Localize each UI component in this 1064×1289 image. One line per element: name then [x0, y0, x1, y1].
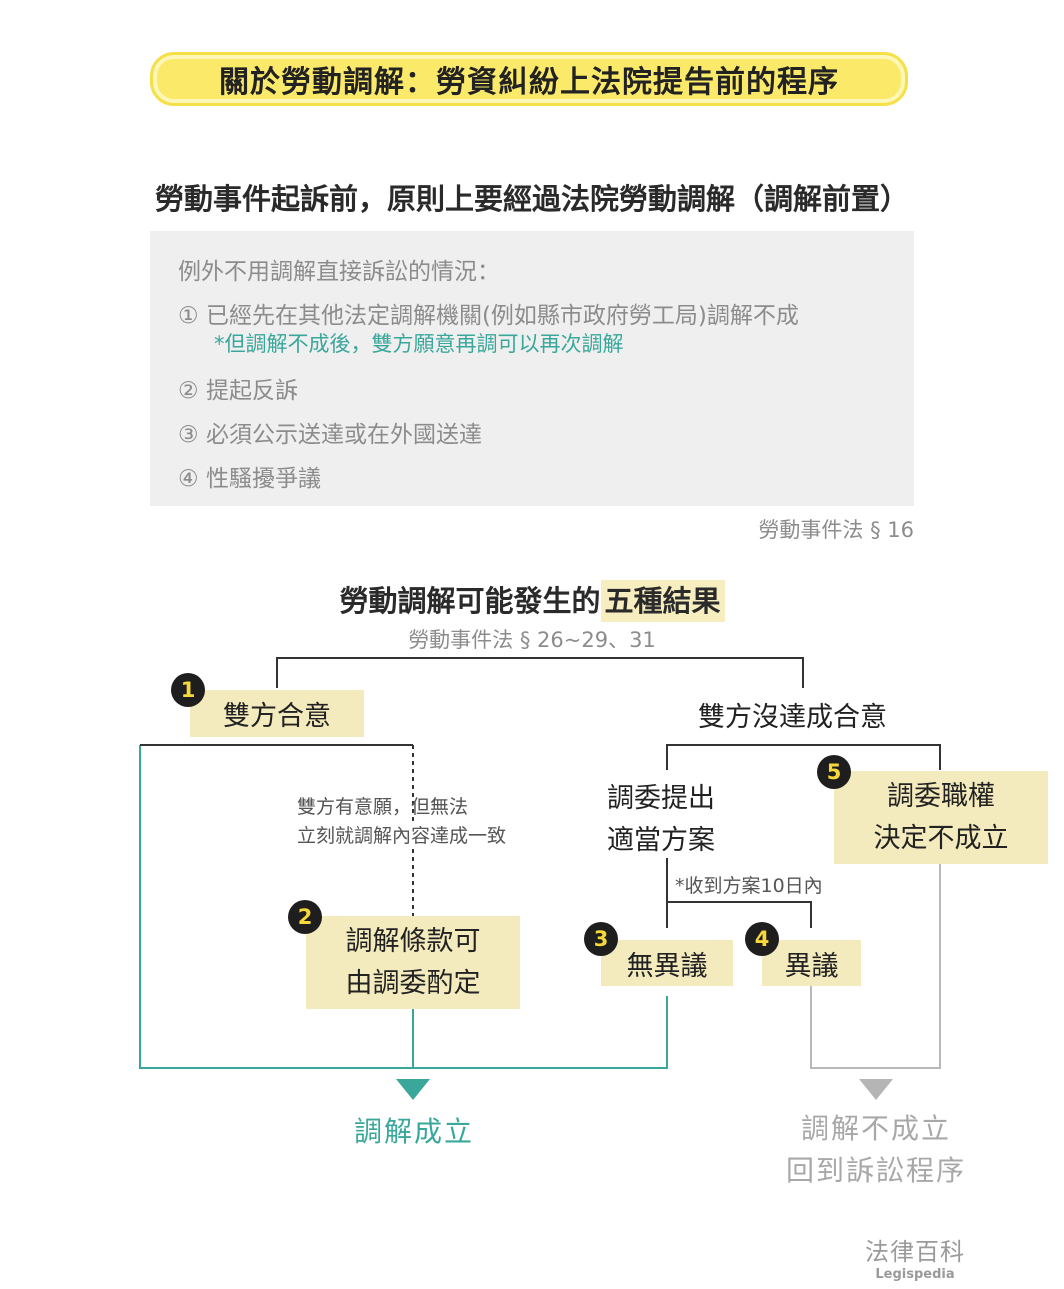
authority-line-2: 決定不成立 [873, 822, 1009, 854]
fail-path-line [810, 864, 941, 1069]
exceptions-source: 勞動事件法 § 16 [758, 518, 914, 542]
section-heading-pre-suit: 勞動事件起訴前，原則上要經過法院勞動調解（調解前置） [154, 182, 909, 216]
terms-line-1: 調解條款可 [345, 925, 481, 957]
exception-item-4: ④ 性騷擾爭議 [178, 459, 321, 493]
legispedia-logo: 法律百科 Legispedia [850, 1232, 980, 1282]
objection-box: 異議 [762, 940, 861, 986]
authority-box: 調委職權 決定不成立 [834, 771, 1048, 864]
terms-box: 調解條款可 由調委酌定 [306, 916, 520, 1009]
top-bracket-line [276, 657, 804, 688]
exception-item-1: ① 已經先在其他法定調解機關(例如縣市政府勞工局)調解不成 [178, 296, 799, 330]
agree-box: 雙方合意 [190, 690, 364, 737]
terms-line-2: 由調委酌定 [345, 967, 481, 999]
not-agree-label: 雙方沒達成合意 [698, 702, 887, 733]
cannot-agree-line-2: 立刻就調解內容達成一致 [297, 821, 509, 848]
badge-5: 5 [817, 755, 851, 789]
mediation-fail-label: 調解不成立 回到訴訟程序 [776, 1108, 976, 1192]
logo-en: Legispedia [875, 1267, 955, 1282]
not-agree-bracket-line [666, 744, 941, 770]
mediation-success-label: 調解成立 [354, 1115, 475, 1148]
heading-prefix: 勞動調解可能發生的 [339, 584, 601, 618]
item-text: 必須公示送達或在外國送達 [205, 422, 482, 448]
ten-day-bracket-line [667, 901, 812, 928]
propose-line-1: 調委提出 [607, 783, 715, 814]
item-number: ① [178, 303, 199, 329]
item-text: 已經先在其他法定調解機關(例如縣市政府勞工局)調解不成 [205, 303, 799, 329]
fail-line-2: 回到訴訟程序 [785, 1154, 966, 1187]
badge-4: 4 [745, 922, 779, 956]
badge-1: 1 [171, 673, 205, 707]
page-title: 關於勞動調解：勞資糾紛上法院提告前的程序 [150, 52, 908, 106]
propose-plan-label: 調委提出 適當方案 [607, 778, 715, 862]
cannot-agree-line-1: 雙方有意願，但無法 [297, 796, 469, 818]
item-number: ② [178, 378, 199, 404]
exceptions-intro: 例外不用調解直接訴訟的情況： [178, 259, 500, 285]
fail-line-1: 調解不成立 [800, 1112, 951, 1145]
outcomes-heading: 勞動調解可能發生的五種結果 [0, 578, 1064, 622]
propose-line-2: 適當方案 [607, 825, 715, 856]
item-number: ③ [178, 422, 199, 448]
outcomes-source: 勞動事件法 § 26~29、31 [408, 628, 656, 652]
exceptions-box [150, 231, 914, 506]
authority-line-1: 調委職權 [887, 780, 995, 812]
ten-days-note: *收到方案10日內 [673, 871, 825, 898]
item-text: 性騷擾爭議 [205, 466, 321, 492]
exception-item-2: ② 提起反訴 [178, 371, 298, 405]
success-arrow-icon [396, 1079, 430, 1100]
item-number: ④ [178, 466, 199, 492]
fail-arrow-icon [859, 1079, 893, 1100]
success-path-line [139, 745, 668, 1069]
logo-cn: 法律百科 [865, 1238, 965, 1266]
exception-note: *但調解不成後，雙方願意再調可以再次調解 [214, 332, 624, 356]
badge-2: 2 [288, 900, 322, 934]
item-text: 提起反訴 [205, 378, 298, 404]
no-objection-box: 無異議 [601, 940, 733, 986]
heading-highlight: 五種結果 [600, 580, 725, 622]
badge-3: 3 [584, 922, 618, 956]
exception-item-3: ③ 必須公示送達或在外國送達 [178, 415, 482, 449]
